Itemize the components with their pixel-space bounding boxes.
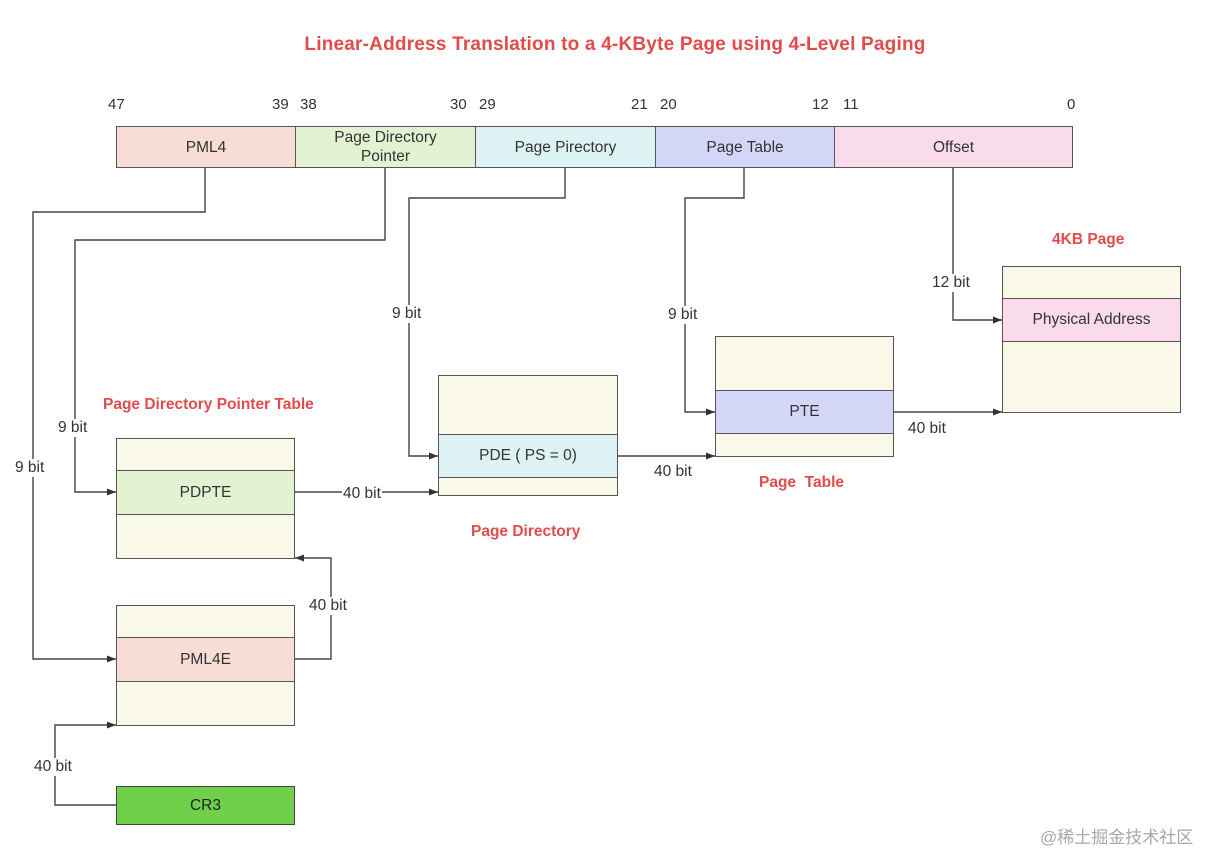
page-table: PTE (715, 336, 894, 457)
pml4e-label: PML4E (180, 650, 231, 668)
bit-number: 38 (300, 96, 317, 113)
bit-label-pte-addr: 40 bit (907, 420, 947, 438)
field-offset: Offset (834, 126, 1073, 168)
bit-label-pde-addr: 40 bit (653, 463, 693, 481)
field-page-directory: Page Pirectory (475, 126, 655, 168)
pde-label: PDE ( PS = 0) (479, 447, 577, 464)
bit-number: 30 (450, 96, 467, 113)
bit-label-pml4e-addr: 40 bit (308, 597, 348, 615)
field-pt-label: Page Table (706, 138, 784, 156)
field-page-table: Page Table (655, 126, 834, 168)
cr3-register: CR3 (116, 786, 295, 825)
bit-label-pd-index: 9 bit (391, 305, 423, 323)
bit-number: 12 (812, 96, 829, 113)
pd-entry-pde: PDE ( PS = 0) (439, 434, 617, 478)
bit-label-pdpt-index: 9 bit (57, 419, 89, 437)
bit-label-offset: 12 bit (931, 274, 971, 292)
pte-label: PTE (789, 403, 820, 420)
arrow-offset (952, 168, 1002, 324)
pt-entry-pte: PTE (716, 390, 893, 434)
arrow-pd-index (408, 168, 566, 460)
bit-number: 29 (479, 96, 496, 113)
bit-label-pdpte-addr: 40 bit (342, 485, 382, 503)
page-directory-caption: Page Directory (471, 523, 581, 540)
pml4-table: PML4E (116, 605, 295, 726)
field-pml4: PML4 (116, 126, 295, 168)
page-entry-physical-address: Physical Address (1003, 298, 1180, 342)
arrow-pt-index (684, 168, 745, 416)
bit-number: 47 (108, 96, 125, 113)
bit-label-cr3-addr: 40 bit (33, 758, 73, 776)
page-caption: 4KB Page (1052, 231, 1125, 248)
watermark: @稀土掘金技术社区 (1040, 828, 1194, 847)
bit-number: 11 (843, 96, 859, 113)
bit-number: 39 (272, 96, 289, 113)
field-pml4-label: PML4 (185, 138, 227, 156)
field-pdp-line1: Page Directory (334, 129, 437, 146)
pdpte-label: PDPTE (179, 483, 232, 501)
page-directory: PDE ( PS = 0) (438, 375, 618, 496)
arrow-pml4-index (32, 168, 206, 663)
cr3-label: CR3 (189, 796, 221, 814)
page-entry-label: Physical Address (1032, 311, 1151, 328)
pdpt-caption: Page Directory Pointer Table (103, 396, 314, 413)
pdpt-entry-pdpte: PDPTE (117, 470, 294, 515)
bit-number: 21 (631, 96, 648, 113)
page-directory-pointer-table: PDPTE (116, 438, 295, 559)
field-offset-label: Offset (932, 138, 975, 156)
bit-number: 20 (660, 96, 677, 113)
pml4-entry-pml4e: PML4E (117, 637, 294, 682)
field-pdp-line2: Pointer (360, 148, 411, 165)
page-table-caption: Page Table (759, 474, 844, 491)
page-4kb: Physical Address (1002, 266, 1181, 413)
bit-label-pt-index: 9 bit (667, 306, 699, 324)
bit-label-pml4-index: 9 bit (14, 459, 46, 477)
field-pd-label: Page Pirectory (514, 138, 617, 156)
field-pdp-label: Page Directory Pointer (334, 128, 437, 166)
field-page-directory-pointer: Page Directory Pointer (295, 126, 475, 168)
bit-number: 0 (1067, 96, 1076, 113)
arrow-pdpt-index (74, 168, 386, 496)
diagram-title: Linear-Address Translation to a 4-KByte … (304, 34, 926, 55)
